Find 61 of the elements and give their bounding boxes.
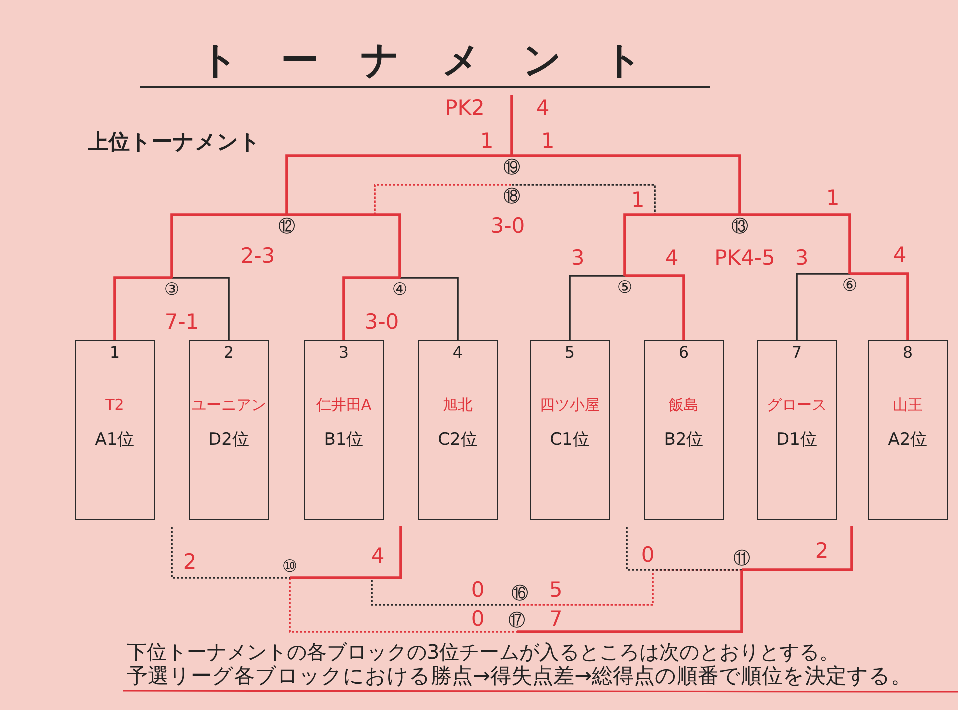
bracket-line (512, 154, 742, 215)
team-name: T2 (106, 397, 124, 414)
match-number: ⑫ (278, 216, 296, 237)
team-name: 仁井田A (316, 397, 372, 414)
note-text: 予選リーグ各ブロックにおける勝点→得失点差→総得点の順番で順位を決定する。 (127, 664, 912, 688)
match-number: ⑱ (502, 186, 522, 207)
seed-number: 1 (110, 344, 120, 362)
seed-number: 7 (792, 344, 802, 362)
group-rank: A1位 (95, 431, 135, 451)
team-name: ユーニアン (192, 397, 266, 414)
seed-number: 2 (224, 344, 234, 362)
group-rank: C1位 (550, 431, 590, 451)
bracket-line (172, 277, 230, 340)
match-number: ⑬ (730, 216, 750, 237)
bracket-line (625, 274, 686, 340)
team-name: グロース (767, 397, 827, 414)
section-heading: 上位トーナメント (88, 130, 261, 154)
bracket-line (510, 95, 514, 156)
bracket-line (740, 214, 852, 274)
bracket-line (342, 276, 400, 340)
group-rank: D2位 (208, 431, 250, 451)
bracket-line (287, 214, 402, 278)
bracket-line (742, 526, 854, 572)
bracket-line (290, 526, 402, 580)
match-number: ⑤ (616, 277, 634, 298)
bracket-line (171, 527, 290, 579)
bracket-line (114, 276, 172, 340)
match-number: ⑯ (510, 583, 530, 605)
group-rank: D1位 (776, 431, 818, 451)
team-name: 山王 (893, 397, 923, 414)
seed-number: 3 (338, 344, 350, 362)
match-number: ⑰ (508, 610, 526, 632)
seed-number: 5 (564, 344, 576, 362)
group-rank: A2位 (888, 431, 928, 451)
match-number: ④ (391, 279, 409, 300)
bracket-line (517, 570, 744, 634)
match-number: ⑥ (841, 275, 859, 296)
bracket-line (626, 527, 742, 571)
group-rank: C2位 (438, 431, 478, 451)
bracket-line (170, 214, 287, 278)
note-text: 下位トーナメントの各ブロックの3位チームが入るところは次のとおりとする。 (127, 641, 840, 664)
bracket-line (796, 273, 850, 340)
match-number: ⑲ (502, 157, 522, 178)
bracket-line (850, 272, 910, 340)
seed-number: 8 (902, 344, 914, 362)
group-rank: B1位 (324, 431, 364, 451)
match-number: ⑪ (732, 548, 752, 570)
match-number: ③ (163, 279, 181, 300)
bracket-line (289, 578, 517, 633)
group-rank: B2位 (664, 431, 704, 451)
bracket-line (624, 214, 740, 276)
seed-number: 6 (678, 344, 690, 362)
seed-number: 4 (452, 344, 464, 362)
bracket-line (400, 277, 459, 340)
match-number: ⑩ (281, 556, 299, 578)
team-name: 飯島 (669, 397, 699, 414)
bracket-line (286, 154, 512, 215)
page-title: トーナメント (200, 38, 685, 82)
team-name: 四ツ小屋 (540, 397, 600, 414)
bracket-line (569, 275, 625, 340)
team-name: 旭北 (443, 397, 473, 414)
